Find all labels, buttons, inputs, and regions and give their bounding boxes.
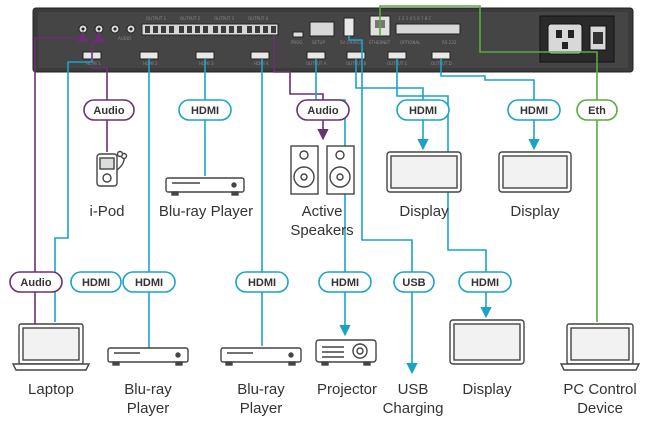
pc-control-icon: [559, 323, 641, 371]
label-bluray2-line1: Blu-ray: [237, 381, 285, 398]
cable-laptop-hdmi: [54, 59, 93, 322]
label-display2: Display: [510, 203, 560, 220]
label-usb-line1: USB: [398, 381, 429, 398]
svg-text:HDMI: HDMI: [248, 277, 276, 289]
tag-hdmi-bluray-top: HDMI: [178, 99, 232, 121]
label-output-3: OUTPUT 3: [214, 16, 235, 21]
tag-audio-speakers: Audio: [296, 99, 350, 121]
tag-hdmi-display1: HDMI: [396, 99, 450, 121]
label-ipod: i-Pod: [89, 203, 124, 220]
tag-hdmi-laptop: HDMI: [70, 271, 122, 293]
cable-laptop-audio: [34, 30, 89, 324]
label-laptop: Laptop: [28, 381, 74, 398]
label-bluray1-line1: Blu-ray: [124, 381, 172, 398]
svg-text:HDMI: HDMI: [471, 277, 499, 289]
tag-hdmi-display2: HDMI: [507, 99, 561, 121]
label-optional: OPTIONAL: [400, 40, 421, 45]
svg-text:HDMI: HDMI: [135, 277, 163, 289]
label-usb-charge: 5V CHARGE: [340, 40, 364, 45]
svg-text:HDMI: HDMI: [191, 105, 219, 117]
tag-hdmi-bluray2: HDMI: [235, 271, 289, 293]
label-ethernet: ETHERNET: [369, 40, 391, 45]
switcher-rear-panel: AUDIO OUTPUT 1 OUTPUT 2 OUTPUT 3 OUTPUT …: [32, 7, 634, 73]
label-bluray2-line2: Player: [240, 400, 283, 417]
svg-text:HDMI: HDMI: [520, 105, 548, 117]
laptop-icon: [11, 323, 91, 371]
label-speakers-line2: Speakers: [290, 222, 353, 239]
device-labels: i-Pod Blu-ray Player Active Speakers Dis…: [28, 203, 637, 417]
prog-port: [292, 31, 304, 38]
label-hdmi-1: HDMI 1: [86, 61, 101, 66]
cable-usb-charging: [348, 36, 418, 375]
tag-usb-charging: USB: [393, 271, 435, 293]
label-pc-line2: Device: [577, 400, 623, 417]
label-speakers-line1: Active: [302, 203, 343, 220]
tag-audio-ipod: Audio: [83, 99, 135, 121]
ipod-icon: [96, 150, 128, 187]
tag-hdmi-bluray1: HDMI: [122, 271, 176, 293]
display1-icon: [386, 151, 462, 193]
label-bluray-top: Blu-ray Player: [159, 203, 253, 220]
cable-ethernet: [379, 5, 598, 322]
power-module: [539, 15, 615, 63]
svg-text:HDMI: HDMI: [331, 277, 359, 289]
tag-hdmi-display3: HDMI: [458, 271, 512, 293]
label-pc-line1: PC Control: [563, 381, 636, 398]
tag-audio-laptop: Audio: [9, 271, 63, 293]
label-display1: Display: [399, 203, 449, 220]
projector-icon: [315, 339, 377, 366]
svg-text:Eth: Eth: [588, 105, 606, 117]
label-usb-line2: Charging: [383, 400, 444, 417]
label-projector: Projector: [317, 381, 377, 398]
svg-text:USB: USB: [402, 277, 425, 289]
setup-dipswitch: [309, 21, 335, 37]
optional-terminal: [395, 23, 461, 35]
display3-icon: [449, 319, 525, 365]
label-output-4: OUTPUT 4: [248, 16, 269, 21]
label-hdmi-3: HDMI 3: [199, 61, 214, 66]
svg-text:HDMI: HDMI: [82, 277, 110, 289]
label-audio: AUDIO: [118, 36, 131, 41]
connector-tags: Audio HDMI Audio HDMI HDMI Eth Audio HD: [9, 99, 618, 293]
tag-eth-pc: Eth: [576, 99, 618, 121]
label-setup: SETUP: [312, 40, 325, 45]
speakers-icon: [290, 145, 355, 195]
devices: [11, 145, 641, 371]
display2-icon: [498, 151, 572, 193]
usb-port: [343, 17, 355, 37]
svg-text:Audio: Audio: [93, 105, 124, 117]
bluray1-icon: [107, 347, 189, 366]
terminal-block: OUTPUT 1 OUTPUT 2 OUTPUT 3 OUTPUT 4: [141, 16, 279, 36]
label-prog: PROG: [291, 40, 302, 45]
svg-text:HDMI: HDMI: [409, 105, 437, 117]
svg-text:Audio: Audio: [307, 105, 338, 117]
label-digits: 1 2 3 4 5 6 7 8 C: [398, 16, 432, 21]
label-hdmi-2: HDMI 2: [143, 61, 158, 66]
label-bluray1-line2: Player: [127, 400, 170, 417]
bluray2-icon: [220, 347, 302, 366]
label-rs232: RS-232: [442, 40, 457, 45]
label-output-1: OUTPUT 1: [146, 16, 167, 21]
bluray-top-icon: [165, 177, 245, 196]
label-display3: Display: [462, 381, 512, 398]
label-output-2: OUTPUT 2: [180, 16, 201, 21]
svg-text:Audio: Audio: [20, 277, 51, 289]
cable-ipod-audio: [91, 30, 108, 152]
tag-hdmi-projector: HDMI: [318, 271, 372, 293]
cable-display2-hdmi: [440, 59, 540, 151]
